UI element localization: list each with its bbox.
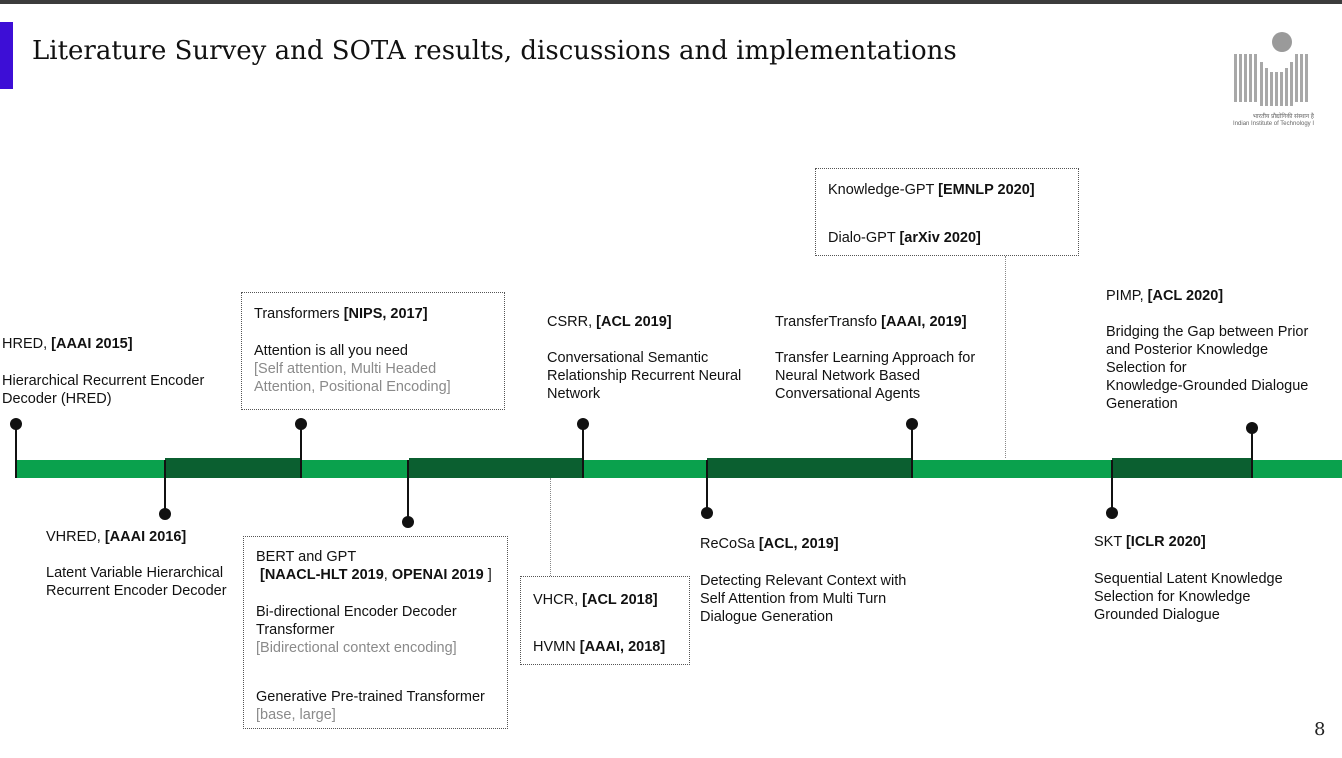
iit-logo bbox=[1234, 32, 1308, 106]
recosa-stem bbox=[706, 460, 708, 513]
transfertransfo-title: TransferTransfo [AAAI, 2019] bbox=[775, 314, 967, 330]
bert-stem bbox=[407, 460, 409, 522]
transformers-box bbox=[241, 292, 505, 410]
recosa-title: ReCoSa [ACL, 2019] bbox=[700, 536, 839, 552]
timeline-segment-2019 bbox=[707, 458, 912, 478]
timeline-segment-2015-2016 bbox=[165, 458, 302, 478]
gpt-description: Generative Pre-trained Transformer[base,… bbox=[256, 689, 485, 723]
timeline-track bbox=[16, 460, 1342, 478]
dialo-gpt-title: Dialo-GPT [arXiv 2020] bbox=[828, 230, 981, 246]
logo-caption-hindi: भारतीय प्रौद्योगिकी संस्थान है bbox=[1252, 114, 1314, 120]
vhred-stem bbox=[164, 460, 166, 514]
vhred-title: VHRED, [AAAI 2016] bbox=[46, 529, 187, 545]
skt-title: SKT [ICLR 2020] bbox=[1094, 534, 1206, 550]
vhcr-title: VHCR, [ACL 2018] bbox=[533, 592, 658, 608]
hvmn-title: HVMN [AAAI, 2018] bbox=[533, 639, 666, 655]
gpt-box bbox=[815, 168, 1079, 256]
csrr-stem bbox=[582, 424, 584, 478]
vhcr-box bbox=[520, 576, 690, 665]
hred-stem bbox=[15, 424, 17, 478]
timeline-segment-2018-2019 bbox=[409, 458, 583, 478]
page-number: 8 bbox=[1314, 719, 1326, 740]
transfertransfo-stem bbox=[911, 424, 913, 478]
pimp-stem bbox=[1251, 428, 1253, 478]
knowledge-gpt-title: Knowledge-GPT [EMNLP 2020] bbox=[828, 182, 1035, 198]
csrr-title: CSRR, [ACL 2019] bbox=[547, 314, 672, 330]
transformers-description: Attention is all you need[Self attention… bbox=[254, 343, 451, 395]
bert-marker bbox=[402, 516, 414, 528]
bert-title: BERT and GPT[NAACL-HLT 2019, OPENAI 2019… bbox=[256, 549, 492, 583]
title-accent-bar bbox=[0, 22, 13, 89]
transformers-stem bbox=[300, 424, 302, 478]
recosa-marker bbox=[701, 507, 713, 519]
logo-caption-english: Indian Institute of Technology I bbox=[1233, 121, 1314, 127]
transformers-title: Transformers [NIPS, 2017] bbox=[254, 306, 428, 322]
gpt-connector bbox=[1005, 256, 1006, 458]
top-border bbox=[0, 0, 1342, 4]
bert-box bbox=[243, 536, 508, 729]
vhcr-connector bbox=[550, 478, 551, 576]
skt-stem bbox=[1111, 460, 1113, 513]
vhred-marker bbox=[159, 508, 171, 520]
skt-marker bbox=[1106, 507, 1118, 519]
slide-title: Literature Survey and SOTA results, disc… bbox=[32, 36, 957, 66]
hred-title: HRED, [AAAI 2015] bbox=[2, 336, 133, 352]
timeline-segment-2020 bbox=[1112, 458, 1252, 478]
pimp-title: PIMP, [ACL 2020] bbox=[1106, 288, 1224, 304]
